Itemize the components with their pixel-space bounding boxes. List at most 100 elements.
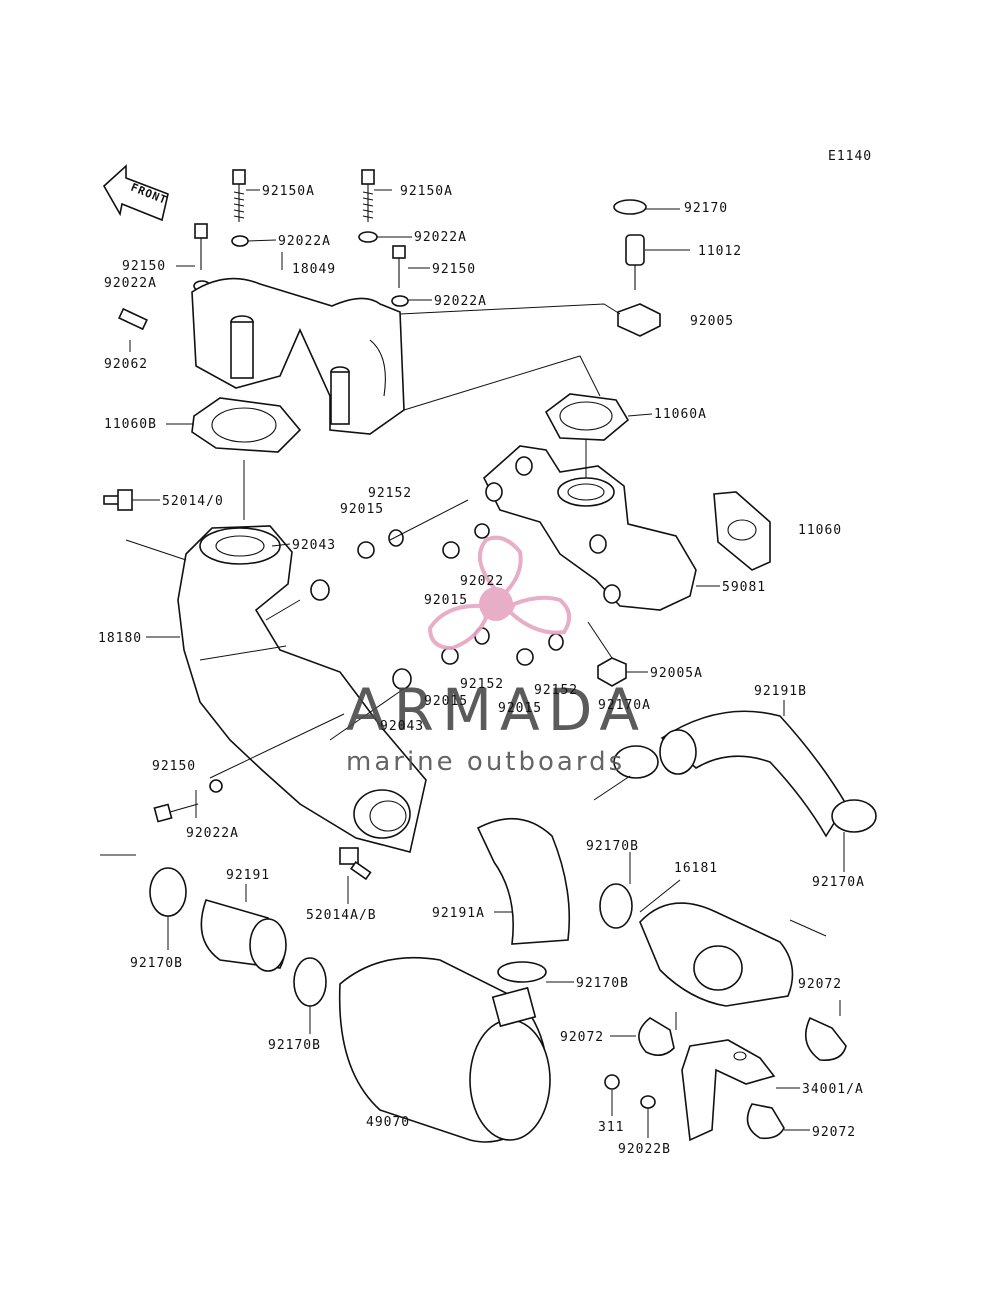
part-label: 11060 — [798, 523, 842, 538]
clamp-92170B-2 — [497, 961, 547, 983]
manifold-59081 — [483, 445, 697, 611]
fitting-52014AB — [339, 847, 372, 881]
spacer-92152-3 — [548, 633, 564, 651]
part-label: 18180 — [98, 631, 142, 646]
part-label: 92015 — [424, 593, 468, 608]
clamp-92170B-4 — [293, 957, 327, 1007]
fitting-92005 — [617, 303, 661, 337]
part-label: 92150 — [432, 262, 476, 277]
nut-92015-1 — [357, 541, 375, 559]
expansion-chamber-18180 — [177, 525, 427, 853]
part-label: 92191A — [432, 906, 485, 921]
hose-92191B — [659, 710, 847, 838]
part-label: 92015 — [498, 701, 542, 716]
clamp-92170 — [613, 199, 647, 215]
clamp-92170B-3 — [149, 867, 187, 917]
circlip-92072-3 — [746, 1103, 785, 1140]
front-arrow-icon: FRONT — [102, 164, 169, 222]
spacer-92043-2 — [392, 668, 412, 690]
spacer-92043-1 — [310, 579, 330, 601]
washer-92022B — [640, 1095, 656, 1109]
part-label: 311 — [598, 1120, 624, 1135]
part-label: 34001/A — [802, 1082, 864, 1097]
part-label: 92150A — [400, 184, 453, 199]
circlip-92072-1 — [638, 1017, 675, 1056]
circlip-92072-2 — [804, 1016, 847, 1062]
watermark-tagline: marine outboards — [346, 747, 625, 777]
part-label: 59081 — [722, 580, 766, 595]
bolt-92150A-right — [361, 169, 375, 222]
spacer-92152-1 — [388, 529, 404, 547]
part-label: 92170A — [812, 875, 865, 890]
bolt-92150A-left — [232, 169, 246, 222]
part-label: 11060A — [654, 407, 707, 422]
manifold-18049 — [191, 277, 405, 435]
clamp-92170A-1 — [613, 745, 659, 779]
washer-92022A-5 — [209, 779, 223, 793]
part-label: 92170 — [684, 201, 728, 216]
nut-92015-3 — [441, 647, 459, 665]
part-label: 92022A — [434, 294, 487, 309]
fitting-52014 — [103, 489, 133, 511]
plug-11012 — [625, 234, 645, 290]
nut-311 — [604, 1074, 620, 1090]
washer-92022A-3 — [391, 295, 409, 307]
fitting-92062 — [118, 307, 148, 331]
part-label: 11012 — [698, 244, 742, 259]
part-label: 92022A — [414, 230, 467, 245]
gasket-11060A — [544, 393, 630, 441]
hose-92191 — [200, 899, 287, 972]
part-label: 92191B — [754, 684, 807, 699]
hose-92191A — [476, 817, 571, 945]
part-label: 92015 — [424, 694, 468, 709]
part-label: 92191 — [226, 868, 270, 883]
part-label: 92150 — [122, 259, 166, 274]
watermark-name: ARMADA — [346, 676, 647, 744]
diagram-code: E1140 — [828, 149, 872, 164]
part-label: 16181 — [674, 861, 718, 876]
propeller-logo — [427, 535, 572, 651]
nut-92015-2 — [442, 541, 460, 559]
part-label: 92005A — [650, 666, 703, 681]
washer-92022A-1 — [231, 235, 249, 247]
bolt-92150-mid — [392, 245, 406, 288]
part-label: 11060B — [104, 417, 157, 432]
part-label: 92022A — [278, 234, 331, 249]
washer-92022 — [474, 523, 490, 539]
gasket-11060 — [713, 491, 771, 571]
bolt-92150-lower — [153, 803, 199, 823]
part-label: 92022B — [618, 1142, 671, 1157]
part-label: 92072 — [798, 977, 842, 992]
part-label: 18049 — [292, 262, 336, 277]
muffler-49070 — [338, 957, 551, 1143]
part-label: 92072 — [812, 1125, 856, 1140]
connector-16181 — [639, 902, 794, 1007]
leader-lines — [100, 189, 845, 1138]
part-label: 92022 — [460, 574, 504, 589]
part-label: 49070 — [366, 1115, 410, 1130]
bolt-92150-upper — [194, 223, 208, 270]
armada-watermark: ARMADA marine outboards — [346, 535, 647, 777]
part-label: 92072 — [560, 1030, 604, 1045]
part-label: 92043 — [292, 538, 336, 553]
clamp-92170A-2 — [831, 799, 877, 833]
part-label: 92015 — [340, 502, 384, 517]
nut-92015-4 — [516, 648, 534, 666]
part-label: 92062 — [104, 357, 148, 372]
part-label: 92170A — [598, 698, 651, 713]
part-label: 92150A — [262, 184, 315, 199]
bracket-34001A — [681, 1039, 776, 1142]
part-label: 92170B — [576, 976, 629, 991]
part-label: 92170B — [130, 956, 183, 971]
clamp-92170B-1 — [599, 883, 633, 929]
part-label: 92152 — [368, 486, 412, 501]
part-label: 52014/0 — [162, 494, 224, 509]
part-label: 52014A/B — [306, 908, 377, 923]
part-label: 92022A — [104, 276, 157, 291]
part-label: 92170B — [586, 839, 639, 854]
gasket-11060B — [191, 397, 302, 453]
part-label: 92170B — [268, 1038, 321, 1053]
part-label: 92022A — [186, 826, 239, 841]
part-label: 92005 — [690, 314, 734, 329]
